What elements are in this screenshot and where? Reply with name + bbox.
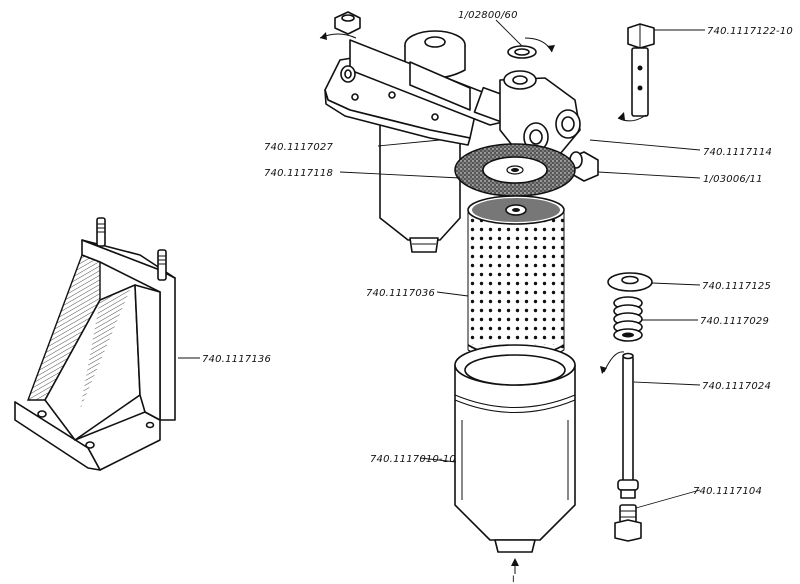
label-1117114: 740.1117114 (703, 147, 772, 158)
label-1117027: 740.1117027 (264, 142, 333, 153)
bracket-part (14, 217, 176, 471)
gasket-part (454, 143, 576, 197)
label-bottom-marker: I (512, 575, 515, 584)
label-1117010-10: 740.1117010-10 (370, 454, 456, 465)
filter-element-part (467, 195, 565, 365)
label-1-03006-11: 1/03006/11 (703, 174, 763, 185)
center-rod-part (617, 352, 639, 499)
long-bolt-part (627, 23, 655, 117)
label-1117136: 740.1117136 (202, 354, 271, 365)
leader-lines (178, 19, 705, 509)
spring-part (613, 296, 643, 342)
label-1117024: 740.1117024 (702, 381, 771, 392)
label-1117125: 740.1117125 (702, 281, 771, 292)
drain-plug-part (614, 504, 642, 542)
seal-ring-part (507, 45, 537, 59)
filter-head-part (324, 11, 581, 253)
washer-part (607, 272, 653, 292)
part-labels: 740.1117122-10 1/02800/60 740.1117027 74… (202, 10, 793, 584)
label-1-02800-60: 1/02800/60 (458, 10, 518, 21)
label-1117036: 740.1117036 (366, 288, 435, 299)
label-1117104: 740.1117104 (693, 486, 762, 497)
label-1117029: 740.1117029 (700, 316, 769, 327)
plug-bolt-part (569, 151, 599, 182)
rotation-arrows (319, 32, 647, 574)
label-1117122-10: 740.1117122-10 (707, 26, 793, 37)
label-1117118: 740.1117118 (264, 168, 333, 179)
filter-bowl-part (454, 344, 576, 553)
